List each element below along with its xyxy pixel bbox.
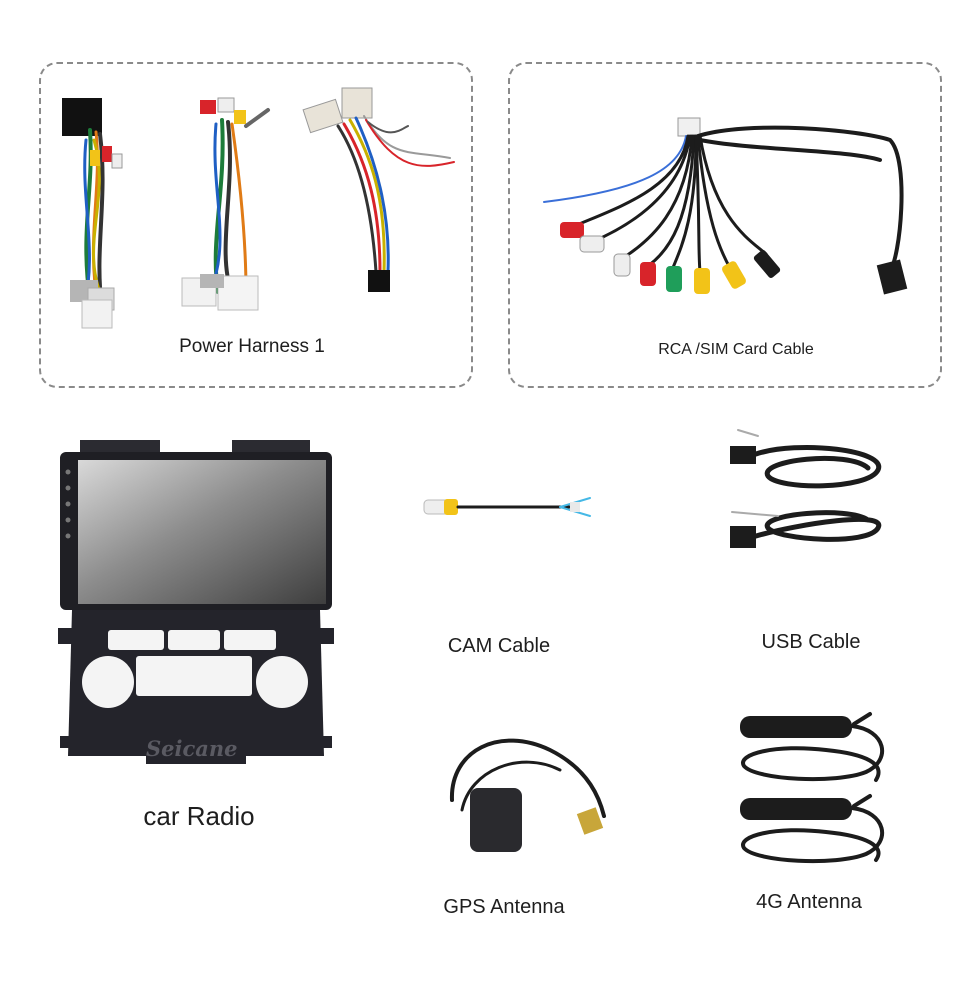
power-harness-panel: [39, 62, 473, 388]
cam-cable-image: [423, 497, 591, 517]
gps-antenna-image: [449, 738, 606, 852]
rca-sim-image: [543, 117, 908, 295]
4g-antenna-image: [740, 712, 885, 864]
cam-cable-label: CAM Cable: [447, 635, 551, 657]
rca-sim-panel: [508, 62, 942, 388]
rca-sim-label: RCA /SIM Card Cable: [658, 341, 814, 358]
usb-cable-image: [730, 429, 882, 548]
car-radio-brand-watermark: Seicane: [146, 736, 238, 761]
power-harness-image: [62, 87, 455, 329]
4g-antenna-label: 4G Antenna: [756, 891, 862, 913]
car-radio-image: [58, 440, 334, 764]
car-radio-label: car Radio: [143, 801, 255, 831]
usb-cable-label: USB Cable: [761, 631, 861, 653]
gps-antenna-label: GPS Antenna: [443, 896, 565, 918]
power-harness-label: Power Harness 1: [179, 336, 325, 357]
